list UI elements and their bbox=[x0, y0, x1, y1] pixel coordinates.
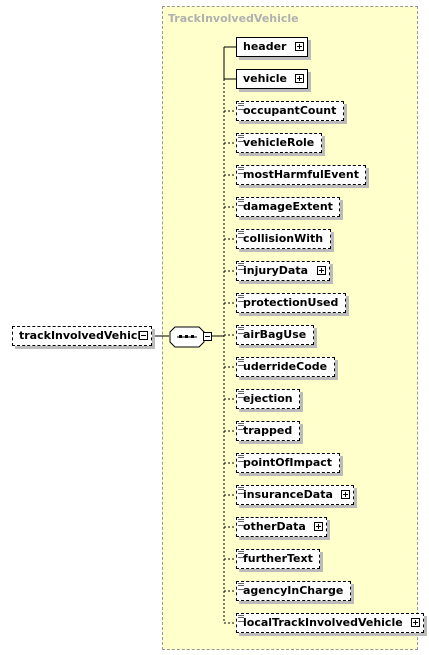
element-protectionUsed[interactable]: protectionUsed bbox=[236, 293, 346, 313]
element-injuryData[interactable]: injuryData bbox=[236, 261, 330, 281]
documentation-icon bbox=[238, 455, 244, 462]
documentation-icon bbox=[238, 487, 244, 494]
element-label: mostHarmfulEvent bbox=[243, 168, 359, 181]
element-label: collisionWith bbox=[243, 232, 324, 245]
element-label: furtherText bbox=[243, 552, 313, 565]
element-trapped[interactable]: trapped bbox=[236, 421, 300, 441]
sequence-collapse-icon[interactable] bbox=[203, 332, 212, 341]
documentation-icon bbox=[238, 263, 244, 270]
element-damageExtent[interactable]: damageExtent bbox=[236, 197, 340, 217]
expand-icon[interactable] bbox=[295, 42, 304, 51]
element-label: damageExtent bbox=[243, 200, 333, 213]
documentation-icon bbox=[238, 199, 244, 206]
element-label: vehicle bbox=[243, 72, 287, 85]
element-ejection[interactable]: ejection bbox=[236, 389, 300, 409]
element-label: pointOfImpact bbox=[243, 456, 333, 469]
documentation-icon bbox=[238, 615, 244, 622]
expand-icon[interactable] bbox=[317, 266, 326, 275]
documentation-icon bbox=[238, 167, 244, 174]
element-label: otherData bbox=[243, 520, 306, 533]
element-furtherText[interactable]: furtherText bbox=[236, 549, 320, 569]
element-label: ejection bbox=[243, 392, 293, 405]
element-label: agencyInCharge bbox=[243, 584, 344, 597]
element-label: insuranceData bbox=[243, 488, 333, 501]
element-occupantCount[interactable]: occupantCount bbox=[236, 101, 344, 121]
collapse-icon[interactable] bbox=[139, 331, 148, 340]
expand-icon[interactable] bbox=[295, 74, 304, 83]
element-vehicle[interactable]: vehicle bbox=[236, 69, 308, 89]
element-vehicleRole[interactable]: vehicleRole bbox=[236, 133, 322, 153]
element-label: protectionUsed bbox=[243, 296, 339, 309]
element-agencyInCharge[interactable]: agencyInCharge bbox=[236, 581, 351, 601]
element-label: injuryData bbox=[243, 264, 309, 277]
element-label: vehicleRole bbox=[243, 136, 315, 149]
element-mostHarmfulEvent[interactable]: mostHarmfulEvent bbox=[236, 165, 366, 185]
element-insuranceData[interactable]: insuranceData bbox=[236, 485, 354, 505]
element-label: trapped bbox=[243, 424, 293, 437]
documentation-icon bbox=[238, 135, 244, 142]
sequence-compositor[interactable] bbox=[169, 326, 205, 348]
documentation-icon bbox=[238, 423, 244, 430]
element-label: airBagUse bbox=[243, 328, 307, 341]
documentation-icon bbox=[238, 519, 244, 526]
element-localTrackInvolvedVehicle[interactable]: localTrackInvolvedVehicle bbox=[236, 613, 424, 633]
element-label: header bbox=[243, 40, 287, 53]
expand-icon[interactable] bbox=[411, 618, 420, 627]
element-label: localTrackInvolvedVehicle bbox=[243, 616, 403, 629]
element-collisionWith[interactable]: collisionWith bbox=[236, 229, 331, 249]
element-header[interactable]: header bbox=[236, 37, 308, 57]
documentation-icon bbox=[238, 359, 244, 366]
documentation-icon bbox=[238, 103, 244, 110]
documentation-icon bbox=[238, 327, 244, 334]
root-element[interactable]: trackInvolvedVehicle bbox=[12, 326, 152, 346]
element-uderrideCode[interactable]: uderrideCode bbox=[236, 357, 335, 377]
root-element-label: trackInvolvedVehicle bbox=[19, 329, 149, 342]
expand-icon[interactable] bbox=[341, 490, 350, 499]
element-label: occupantCount bbox=[243, 104, 337, 117]
documentation-icon bbox=[238, 231, 244, 238]
type-label: TrackInvolvedVehicle bbox=[168, 12, 299, 25]
element-label: uderrideCode bbox=[243, 360, 328, 373]
expand-icon[interactable] bbox=[314, 522, 323, 531]
element-airBagUse[interactable]: airBagUse bbox=[236, 325, 314, 345]
documentation-icon bbox=[238, 583, 244, 590]
documentation-icon bbox=[238, 391, 244, 398]
element-otherData[interactable]: otherData bbox=[236, 517, 327, 537]
documentation-icon bbox=[238, 295, 244, 302]
documentation-icon bbox=[238, 551, 244, 558]
element-pointOfImpact[interactable]: pointOfImpact bbox=[236, 453, 340, 473]
